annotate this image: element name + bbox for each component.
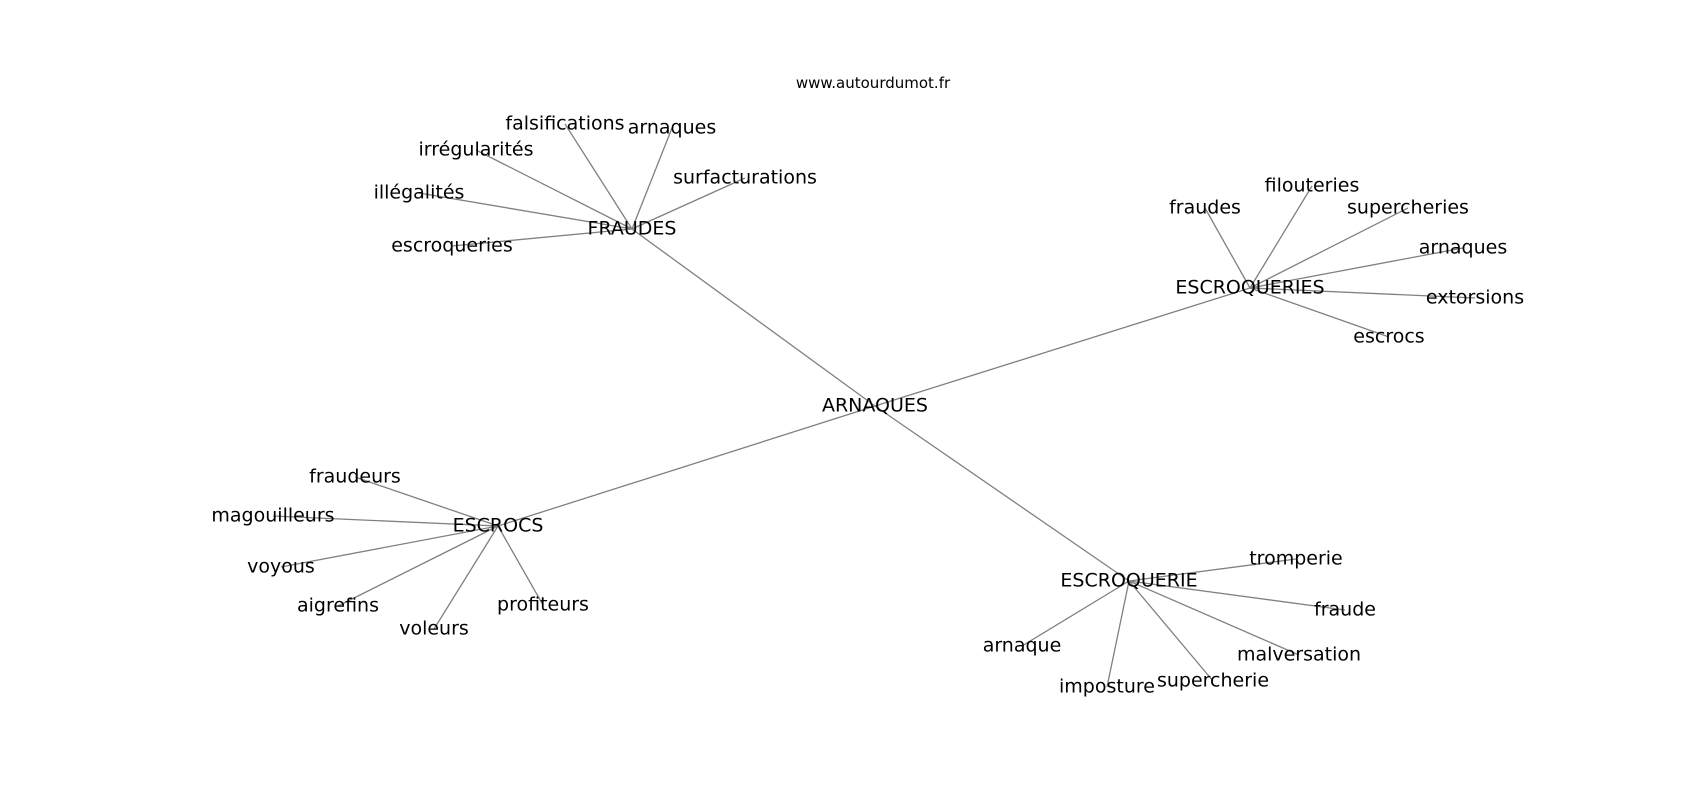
edges — [272, 123, 1476, 688]
edge-escroqueries-4 — [1249, 287, 1476, 299]
edge-fraudes-3 — [631, 177, 746, 230]
leaf-word: falsifications — [505, 113, 624, 135]
leaf-word: malversation — [1237, 644, 1361, 666]
leaf-word: illégalités — [374, 182, 465, 204]
leaf-word: voleurs — [399, 618, 469, 640]
leaf-word: aigrefins — [297, 595, 379, 617]
edge-root-escroquerie — [874, 405, 1130, 582]
edge-escroquerie-3 — [1128, 580, 1214, 682]
edge-escroqueries-1 — [1249, 185, 1313, 289]
edge-escrocs-1 — [272, 515, 499, 527]
leaf-word: arnaques — [1419, 237, 1508, 259]
leaf-word: escroqueries — [391, 235, 513, 257]
edge-escroquerie-5 — [1021, 580, 1130, 647]
leaf-word: filouteries — [1265, 175, 1360, 197]
edge-escrocs-0 — [354, 476, 499, 527]
edge-escroquerie-1 — [1128, 580, 1346, 611]
edge-escrocs-2 — [280, 525, 499, 568]
leaf-word: supercheries — [1347, 197, 1469, 219]
leaf-word: escrocs — [1353, 326, 1424, 348]
leaf-word: surfacturations — [673, 167, 817, 189]
leaf-word: fraude — [1314, 599, 1376, 621]
edge-fraudes-0 — [564, 123, 633, 230]
site-label: www.autourdumot.fr — [796, 74, 951, 92]
leaf-word: voyous — [247, 556, 315, 578]
edge-escrocs-4 — [433, 525, 499, 630]
leaf-word: arnaque — [983, 635, 1062, 657]
leaf-word: supercherie — [1157, 670, 1269, 692]
edge-fraudes-5 — [451, 228, 633, 247]
edge-escroqueries-3 — [1249, 247, 1464, 289]
edge-root-escrocs — [497, 405, 876, 527]
edge-root-fraudes — [631, 228, 876, 407]
leaf-word: extorsions — [1426, 287, 1524, 309]
leaf-word: imposture — [1059, 676, 1155, 698]
edge-escroqueries-5 — [1249, 287, 1390, 338]
cluster-word: ESCROQUERIES — [1175, 277, 1324, 299]
edge-fraudes-4 — [418, 192, 633, 230]
leaf-word: fraudes — [1169, 197, 1241, 219]
edge-fraudes-1 — [631, 127, 673, 230]
leaf-word: arnaques — [628, 117, 717, 139]
edge-escrocs-3 — [337, 525, 499, 607]
leaf-word: profiteurs — [497, 594, 589, 616]
cluster-word: FRAUDES — [588, 218, 677, 240]
edge-fraudes-2 — [475, 149, 633, 230]
cluster-word: ESCROCS — [453, 515, 544, 537]
edge-escroquerie-0 — [1128, 558, 1297, 582]
edge-escroqueries-2 — [1249, 207, 1409, 289]
leaf-word: magouilleurs — [211, 505, 334, 527]
leaf-word: fraudeurs — [309, 466, 401, 488]
edge-root-escroqueries — [874, 287, 1251, 407]
cluster-word: ESCROQUERIE — [1060, 570, 1197, 592]
leaf-word: tromperie — [1249, 548, 1343, 570]
edge-escroquerie-2 — [1128, 580, 1300, 656]
edge-escrocs-5 — [497, 525, 544, 606]
edge-escroqueries-0 — [1204, 207, 1251, 289]
root-word: ARNAQUES — [822, 395, 928, 417]
leaf-word: irrégularités — [419, 139, 534, 161]
edge-escroquerie-4 — [1106, 580, 1130, 688]
